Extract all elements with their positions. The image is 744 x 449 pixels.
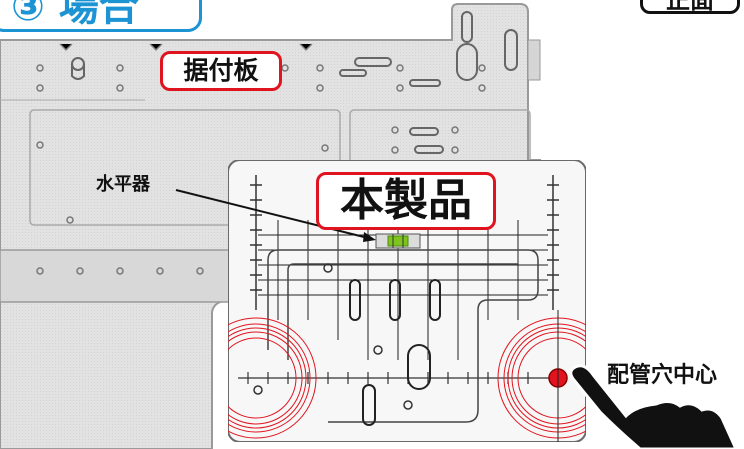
pointing-hand-icon xyxy=(569,364,738,449)
product-template xyxy=(228,160,586,442)
mounting-plate-label: 据付板 xyxy=(160,51,282,91)
pipe-hole-center-label: 配管穴中心 xyxy=(607,363,718,388)
bubble-level-icon xyxy=(375,233,421,249)
product-label: 本製品 xyxy=(316,172,496,230)
step-badge: ③ 場合 xyxy=(0,0,202,32)
plate-lower-rail xyxy=(0,249,233,303)
level-label: 水平器 xyxy=(96,174,150,195)
level-pointer-arrow xyxy=(175,189,376,242)
front-view-badge: 正面 xyxy=(640,0,740,14)
